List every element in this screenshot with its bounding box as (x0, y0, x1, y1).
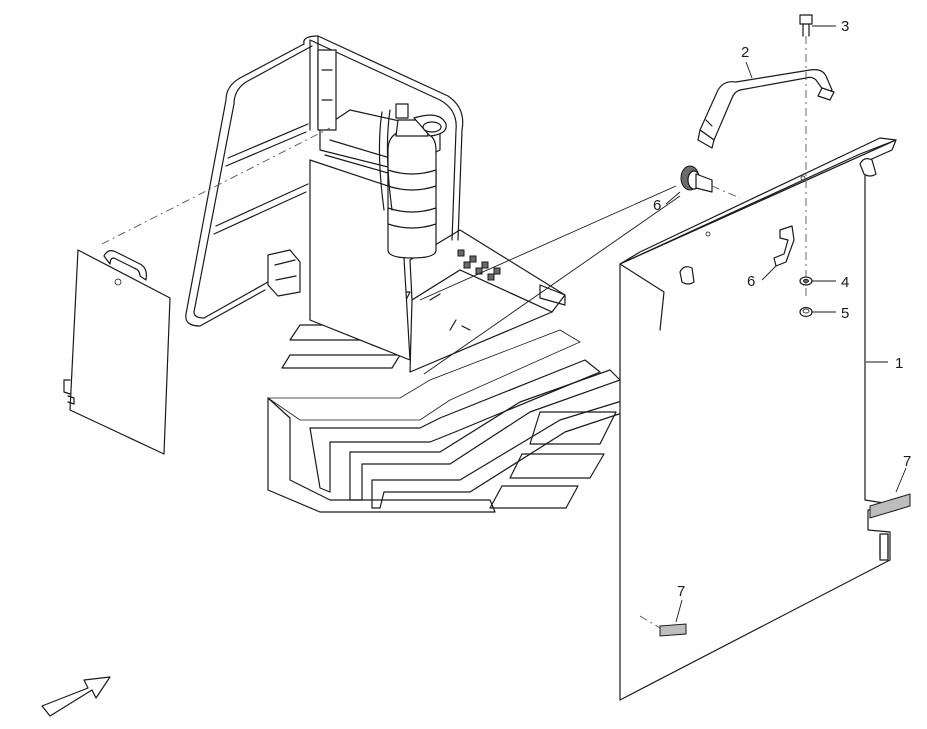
bracket-slots (457, 249, 501, 281)
callout-4: 4 (841, 274, 849, 291)
callout-5: 5 (841, 305, 849, 322)
fire-extinguisher (378, 103, 447, 259)
callout-6-fastener: 6 (653, 197, 661, 214)
callout-7-pad: 7 (677, 583, 685, 600)
fastener-6 (680, 165, 713, 193)
machine-body-outline (266, 291, 626, 513)
callout-2: 2 (741, 44, 749, 61)
direction-arrow-icon (41, 676, 111, 717)
mounting-bracket (309, 109, 566, 373)
alignment-lines (101, 36, 807, 629)
main-panel (619, 137, 911, 701)
leader-lines (419, 25, 907, 623)
callout-7-edge: 7 (903, 453, 911, 470)
bolt (799, 14, 813, 37)
callout-labels: 1 2 3 4 5 6 6 7 7 (653, 18, 911, 600)
callout-3: 3 (841, 18, 849, 35)
left-side-panel (63, 249, 171, 455)
handrail-frame (185, 35, 464, 327)
nut-5 (799, 306, 813, 318)
grab-handle (697, 69, 835, 149)
callout-6-clip: 6 (747, 273, 755, 290)
callout-1: 1 (895, 355, 903, 372)
